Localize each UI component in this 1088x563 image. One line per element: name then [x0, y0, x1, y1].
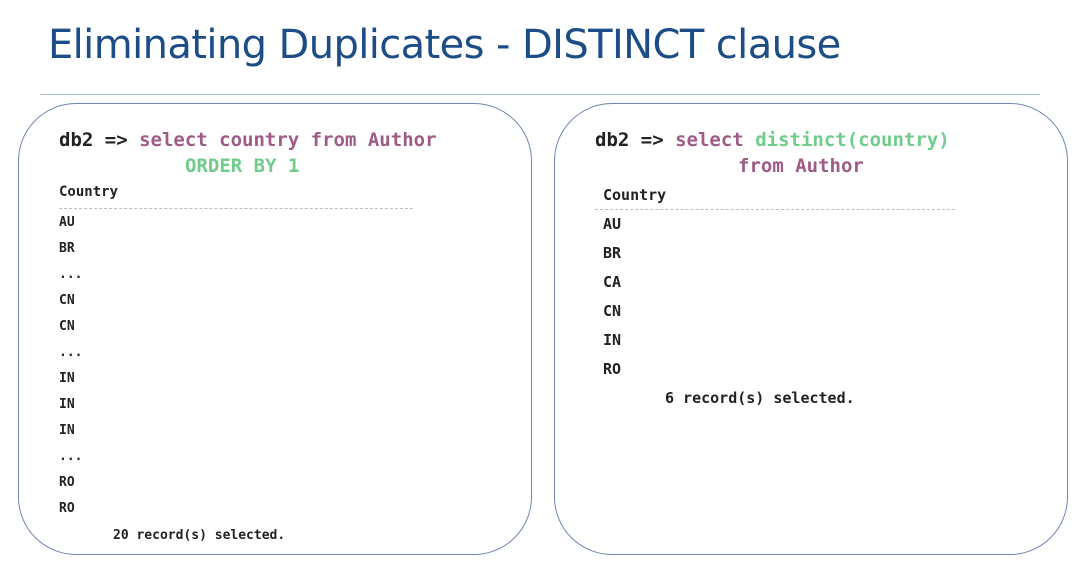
- left-column-header: Country: [59, 184, 119, 200]
- left-select-statement: select country from Author: [139, 129, 437, 151]
- right-query-panel: db2 => select distinct(country) from Aut…: [554, 103, 1068, 555]
- right-result-row: CA: [603, 273, 622, 291]
- left-result-row: ...: [59, 267, 83, 282]
- left-record-count: 20 record(s) selected.: [113, 528, 286, 543]
- right-result-row: IN: [603, 331, 622, 349]
- right-result-row: BR: [603, 244, 622, 262]
- right-prompt: db2 =>: [595, 129, 664, 151]
- right-result-row: RO: [603, 360, 622, 378]
- right-result-row: AU: [603, 215, 622, 233]
- left-result-row: RO: [59, 475, 75, 490]
- right-distinct-clause: distinct(country): [755, 129, 950, 151]
- slide-title: Eliminating Duplicates - DISTINCT clause: [48, 22, 841, 68]
- left-result-row: ...: [59, 449, 83, 464]
- left-command-line-1: db2 => select country from Author: [59, 129, 437, 151]
- left-result-row: IN: [59, 397, 75, 412]
- left-prompt: db2 =>: [59, 129, 128, 151]
- right-select-keyword: select: [675, 129, 744, 151]
- title-divider: [40, 94, 1040, 95]
- left-result-row: BR: [59, 241, 75, 256]
- left-result-row: IN: [59, 423, 75, 438]
- right-result-row: CN: [603, 302, 622, 320]
- left-result-row: IN: [59, 371, 75, 386]
- left-result-row: CN: [59, 319, 75, 334]
- left-query-panel: db2 => select country from Author ORDER …: [18, 103, 532, 555]
- left-result-row: ...: [59, 345, 83, 360]
- left-result-row: CN: [59, 293, 75, 308]
- left-result-row: AU: [59, 215, 75, 230]
- right-from-clause: from Author: [738, 155, 864, 177]
- right-header-separator: [595, 209, 955, 210]
- right-record-count: 6 record(s) selected.: [665, 389, 855, 407]
- left-result-row: RO: [59, 501, 75, 516]
- right-column-header: Country: [603, 186, 667, 204]
- left-order-by-clause: ORDER BY 1: [185, 155, 300, 177]
- right-command-line-1: db2 => select distinct(country): [595, 129, 950, 151]
- left-header-separator: [59, 208, 413, 209]
